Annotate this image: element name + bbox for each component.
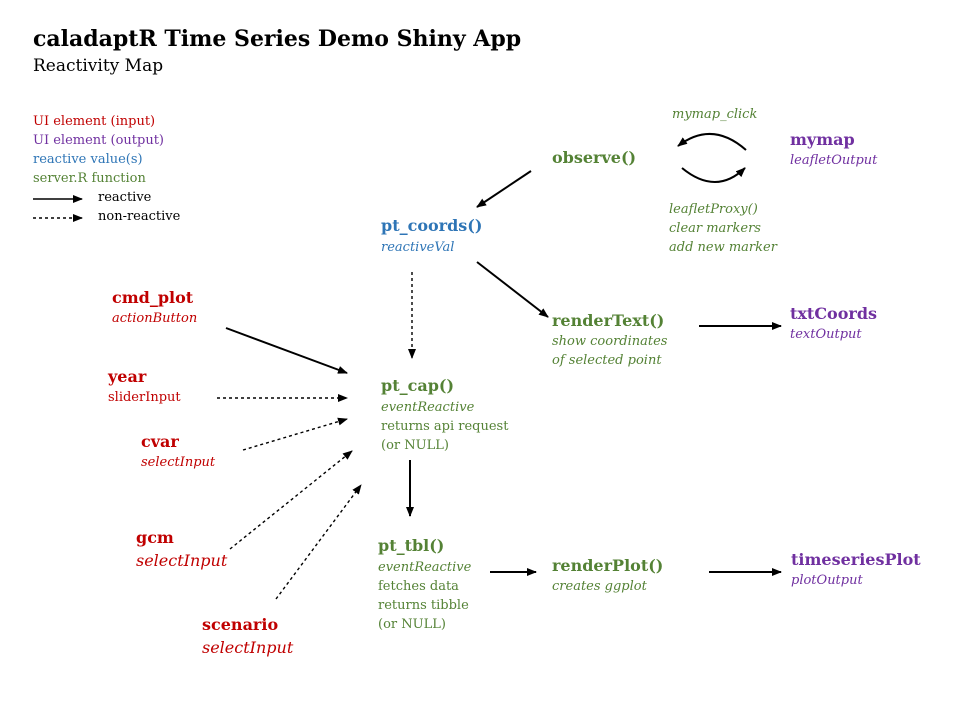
node-pt-coords-name: pt_coords()	[381, 216, 483, 235]
node-pt-cap-type: eventReactive	[381, 400, 475, 415]
cycle-arrow-bottom	[681, 167, 746, 183]
node-observe-name: observe()	[552, 148, 637, 167]
legend-ui-input: UI element (input)	[33, 114, 156, 129]
page-title: caladaptR Time Series Demo Shiny App	[33, 26, 522, 52]
legend-reactive: reactive	[98, 190, 152, 205]
node-pt-cap-name: pt_cap()	[381, 376, 455, 395]
node-timeseries-plot-name: timeseriesPlot	[791, 550, 921, 569]
node-cmd-plot-type: actionButton	[112, 311, 198, 326]
arrow-scenario-to-pt-cap	[275, 484, 362, 600]
legend-reactive-value: reactive value(s)	[33, 152, 143, 167]
node-gcm-type: selectInput	[136, 551, 228, 570]
node-pt-coords-type: reactiveVal	[381, 240, 455, 255]
node-mymap-click-label: mymap_click	[672, 107, 758, 122]
legend-server-function: server.R function	[33, 171, 146, 186]
node-pt-cap-desc: returns api request (or NULL)	[381, 419, 509, 453]
node-txt-coords-name: txtCoords	[790, 304, 878, 323]
arrow-cvar-to-pt-cap	[242, 417, 348, 451]
arrow-pt-coords-to-render-text	[476, 261, 549, 318]
arrow-gcm-to-pt-cap	[229, 450, 353, 550]
node-cvar-name: cvar	[141, 432, 179, 451]
node-cvar-type: selectInput	[141, 455, 216, 470]
node-mymap-type: leafletOutput	[790, 153, 878, 168]
node-pt-tbl-name: pt_tbl()	[378, 536, 445, 555]
node-render-plot-name: renderPlot()	[552, 556, 664, 575]
node-txt-coords-type: textOutput	[790, 327, 862, 342]
arrow-cmd-plot-to-pt-cap	[225, 327, 348, 374]
node-cmd-plot-name: cmd_plot	[112, 288, 194, 307]
legend-non-reactive: non-reactive	[98, 209, 181, 224]
node-pt-tbl-desc: fetches data returns tibble (or NULL)	[378, 579, 469, 632]
node-year-type: sliderInput	[108, 390, 181, 405]
legend-ui-output: UI element (output)	[33, 133, 165, 148]
page-subtitle: Reactivity Map	[33, 56, 164, 76]
node-year-name: year	[108, 367, 147, 386]
cycle-arrow-top	[677, 133, 747, 151]
node-timeseries-plot-type: plotOutput	[791, 573, 863, 588]
node-render-text-desc: show coordinates of selected point	[552, 334, 668, 368]
node-pt-tbl-type: eventReactive	[378, 560, 472, 575]
arrow-observe-to-pt-coords	[476, 170, 532, 208]
node-render-text-name: renderText()	[552, 311, 665, 330]
node-scenario-name: scenario	[202, 615, 279, 634]
node-leaflet-proxy-label: leafletProxy() clear markers add new mar…	[669, 202, 777, 255]
node-mymap-name: mymap	[790, 130, 855, 149]
node-gcm-name: gcm	[136, 528, 174, 547]
node-scenario-type: selectInput	[202, 638, 294, 657]
node-render-plot-desc: creates ggplot	[552, 579, 647, 594]
